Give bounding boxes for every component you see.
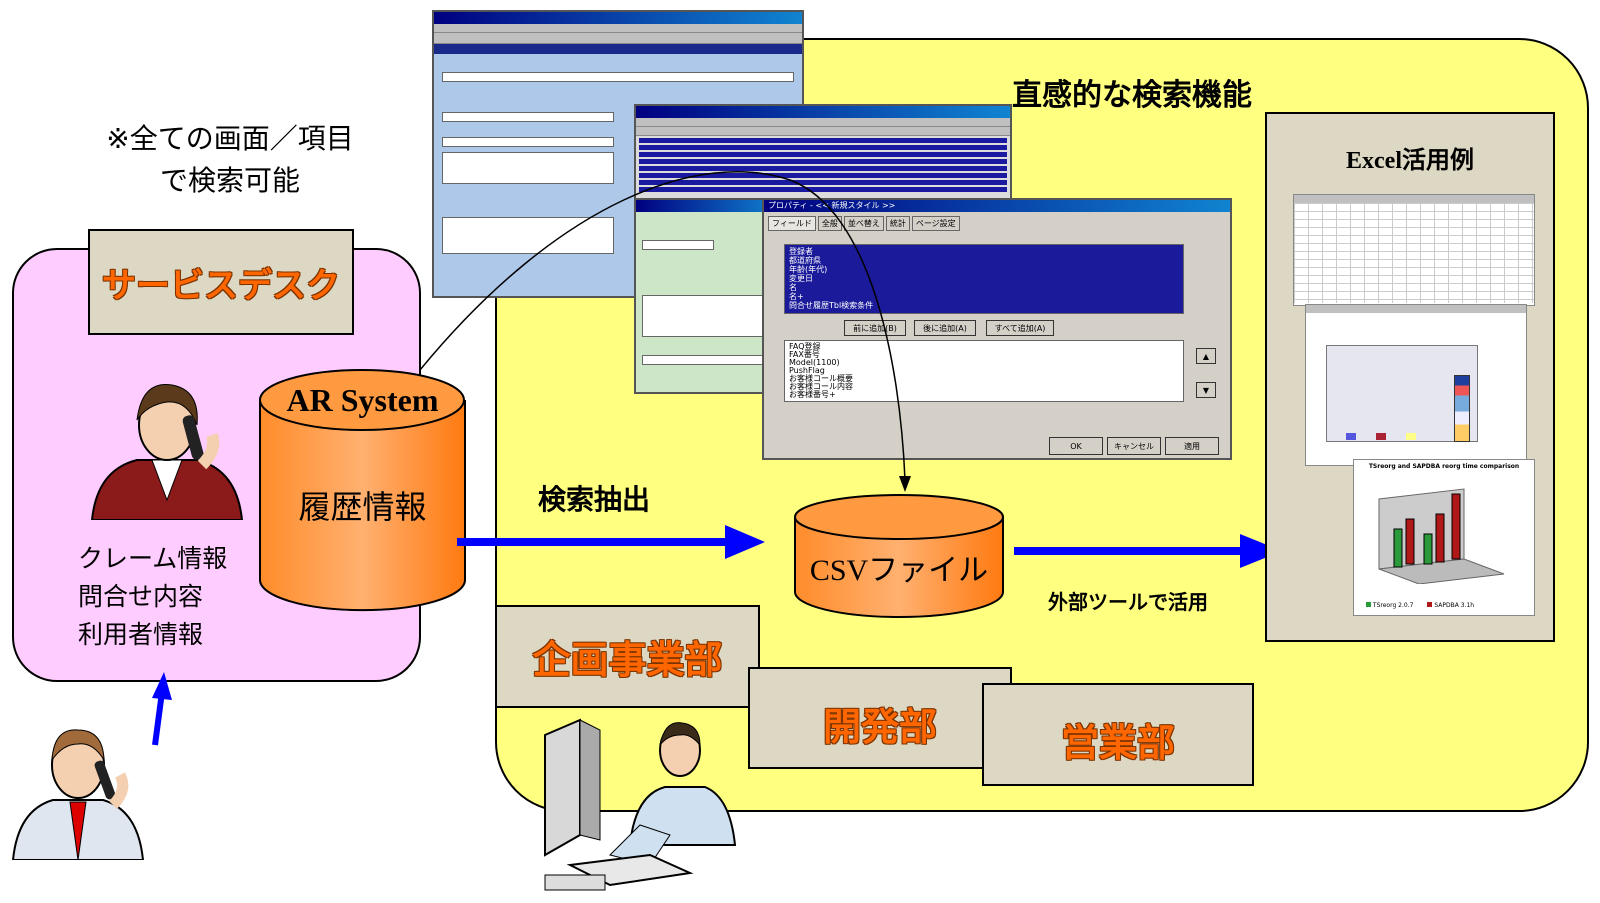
selected-field-item[interactable]: Model(1100) [789, 358, 840, 367]
selected-field-item[interactable]: お客様コール概要 [789, 374, 853, 383]
comparison-chart-title: TSreorg and SAPDBA reorg time comparison [1368, 463, 1520, 470]
dialog-tabs: フィールド 全般 並べ替え 統計 ページ設定 [764, 212, 1230, 231]
move-up-button[interactable]: ▲ [1196, 348, 1216, 364]
ar-system-label: AR System [286, 382, 439, 418]
spreadsheet-thumbnail [1293, 194, 1535, 306]
add-all-button[interactable]: すべて追加(A) [986, 320, 1054, 336]
dialog-title: プロパティ - << 新規スタイル >> [764, 200, 1230, 212]
excel-example-panel: Excel活用例 TSreorg and SAPDBA reorg time c… [1265, 112, 1555, 642]
field-list-item[interactable]: 名+ [789, 292, 804, 301]
external-tool-arrow [1014, 534, 1282, 568]
comparison-chart-thumbnail: TSreorg and SAPDBA reorg time comparison… [1353, 459, 1535, 616]
screenshot-window-2 [634, 104, 1012, 202]
comparison-chart-plot [1378, 488, 1505, 584]
add-before-button[interactable]: 前に追加(B) [844, 320, 906, 336]
selected-fields-list[interactable]: FAQ登録 FAX番号 Model(1100) PushFlag お客様コール概… [784, 340, 1184, 402]
add-after-button[interactable]: 後に追加(A) [914, 320, 976, 336]
selected-field-item[interactable]: FAX番号 [789, 350, 820, 359]
field-list-item[interactable]: 問合せ履歴Tbl検索条件 [789, 301, 874, 310]
worker-at-computer-illustration [544, 718, 737, 891]
history-info-label: 履歴情報 [298, 488, 427, 526]
field-list-item[interactable]: 名 [789, 283, 797, 292]
service-desk-title-box: サービスデスク [88, 229, 354, 335]
search-note-line1: ※全ての画面／項目 [106, 122, 354, 155]
service-desk-item: 問合せ内容 [78, 582, 204, 611]
move-down-button[interactable]: ▼ [1196, 382, 1216, 398]
development-dept-box: 開発部 [748, 667, 1012, 769]
development-dept-label: 開発部 [822, 704, 937, 749]
planning-dept-box: 企画事業部 [495, 605, 760, 708]
selected-field-item[interactable]: PushFlag [789, 366, 825, 375]
selected-field-item[interactable]: FAQ登録 [789, 342, 821, 351]
screenshot-window-3 [634, 198, 784, 394]
field-list-item[interactable]: 都道府県 [789, 256, 821, 265]
comparison-chart-legend: TSreorg 2.0.7 SAPDBA 3.1h [1366, 602, 1474, 609]
dialog-tab[interactable]: 並べ替え [843, 216, 884, 231]
legend-item: TSreorg 2.0.7 [1366, 602, 1413, 609]
sales-dept-box: 営業部 [982, 683, 1254, 786]
field-list[interactable]: 登録者 都道府県 年齢(年代) 変更日 名 名+ 問合せ履歴Tbl検索条件 [784, 244, 1184, 314]
service-desk-item: クレーム情報 [78, 544, 228, 573]
field-list-item[interactable]: 年齢(年代) [789, 265, 828, 274]
dialog-tab[interactable]: フィールド [768, 216, 816, 231]
search-extract-label: 検索抽出 [538, 483, 651, 516]
dialog-tab[interactable]: ページ設定 [911, 216, 960, 231]
csv-file-label: CSVファイル [809, 554, 989, 587]
service-desk-items: クレーム情報 問合せ内容 利用者情報 [78, 540, 227, 654]
up-arrow [152, 672, 172, 746]
service-desk-title: サービスデスク [102, 265, 340, 306]
operator-illustration [90, 383, 244, 520]
legend-item: SAPDBA 3.1h [1427, 602, 1474, 609]
external-tool-label: 外部ツールで活用 [1048, 590, 1208, 614]
ar-system-database-icon [259, 369, 466, 612]
ok-button[interactable]: OK [1049, 437, 1103, 455]
search-extract-arrow [457, 525, 765, 559]
selected-field-item[interactable]: お客様コール内容 [789, 382, 853, 391]
dialog-tab[interactable]: 統計 [885, 216, 910, 231]
sales-dept-label: 営業部 [1060, 721, 1175, 765]
search-feature-label: 直感的な検索機能 [1012, 78, 1252, 113]
search-note-line2: で検索可能 [159, 164, 300, 197]
caller-illustration [11, 729, 145, 860]
apply-button[interactable]: 適用 [1165, 437, 1219, 455]
planning-dept-label: 企画事業部 [532, 638, 723, 682]
service-desk-item: 利用者情報 [78, 620, 204, 649]
selected-field-item[interactable]: お客様番号+ [789, 390, 836, 399]
bar-chart-thumbnail [1305, 304, 1527, 466]
search-note: ※全ての画面／項目 で検索可能 [60, 118, 400, 202]
cancel-button[interactable]: キャンセル [1107, 437, 1161, 455]
field-list-item[interactable]: 変更日 [789, 274, 813, 283]
field-list-item[interactable]: 登録者 [789, 247, 813, 256]
csv-file-database-icon [794, 494, 1004, 618]
property-dialog: プロパティ - << 新規スタイル >> フィールド 全般 並べ替え 統計 ペー… [762, 198, 1232, 460]
excel-panel-title: Excel活用例 [1346, 148, 1474, 174]
